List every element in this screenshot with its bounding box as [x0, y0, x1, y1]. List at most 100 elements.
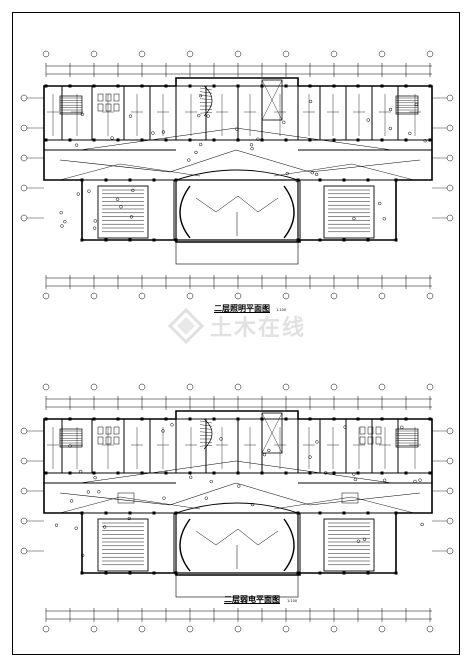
axis-bubble [446, 517, 454, 525]
equipment-box [97, 426, 104, 435]
column [356, 417, 360, 421]
axis-bubble [446, 427, 454, 435]
wing-east [299, 512, 397, 574]
entrance-canopy [175, 239, 299, 265]
elevator-shaft [261, 412, 283, 454]
axis-bubble [282, 292, 290, 300]
hall-block [323, 185, 375, 239]
light-fixture [131, 188, 135, 192]
axis-bubble [282, 50, 290, 58]
column [116, 84, 120, 88]
column [68, 417, 72, 421]
branch-circuit [59, 496, 201, 514]
spiral-stair [203, 85, 213, 117]
column [104, 511, 108, 515]
axis-bubble [42, 50, 50, 58]
spiral-tread [199, 420, 213, 424]
outlet-symbol [79, 469, 83, 474]
outlet-symbol [54, 523, 59, 527]
column [296, 571, 300, 575]
column [366, 178, 370, 182]
light-fixture [76, 192, 80, 196]
light-fixture [382, 217, 386, 221]
column [342, 238, 346, 242]
column [428, 84, 432, 88]
axis-bubble [446, 487, 454, 495]
column [342, 178, 346, 182]
column [284, 84, 288, 88]
branch-circuit [59, 163, 201, 181]
column [140, 84, 144, 88]
axis-bubble [234, 50, 242, 58]
light-fixture [282, 120, 286, 124]
light-fixture [115, 197, 120, 201]
axis-bubble [426, 292, 434, 300]
outlet-symbol [219, 437, 223, 441]
axis-bubble [446, 94, 454, 102]
spiral-tread [199, 91, 213, 94]
axis-bubble [426, 625, 434, 633]
axis-bubble [20, 184, 28, 192]
column [296, 511, 300, 515]
column [296, 238, 300, 242]
column [366, 238, 370, 242]
outlet-symbol [97, 490, 101, 494]
column [116, 138, 120, 142]
outlet-symbol [162, 496, 166, 500]
axis-bubble [42, 383, 50, 391]
column [366, 511, 370, 515]
light-fixture [199, 142, 203, 147]
axis-bubble [446, 457, 454, 465]
light-fixture [93, 219, 97, 223]
axis-bubble [138, 292, 146, 300]
entrance-canopy [175, 572, 299, 598]
column [164, 138, 168, 142]
light-fixture [194, 150, 198, 155]
elevator-cross [261, 79, 283, 121]
column [380, 471, 384, 475]
column [164, 471, 168, 475]
column [188, 417, 192, 421]
lobby-curve-east [283, 185, 295, 239]
wm-logo-icon [168, 308, 204, 344]
equipment-box [359, 426, 366, 435]
column [92, 84, 96, 88]
column [92, 138, 96, 142]
axis-bubble [90, 50, 98, 58]
equipment-box [97, 436, 104, 445]
light-fixture [206, 114, 210, 118]
column [174, 238, 178, 242]
wing-west [81, 179, 175, 241]
column [44, 84, 48, 88]
outlet-symbol [352, 472, 356, 476]
light-fixture [119, 205, 123, 209]
outlet-symbol [383, 478, 387, 482]
column [236, 471, 240, 475]
column [68, 471, 72, 475]
column [318, 178, 322, 182]
lobby-curve-east [283, 518, 295, 572]
outlet-symbol [400, 425, 404, 429]
column [188, 138, 192, 142]
outlet-symbol [161, 429, 165, 433]
column [332, 138, 336, 142]
column [380, 138, 384, 142]
axis-bubble [42, 292, 50, 300]
column [44, 417, 48, 421]
wing-west [81, 512, 175, 574]
column [128, 571, 132, 575]
hall-block [323, 518, 375, 572]
axis-bubble [20, 427, 28, 435]
column [152, 238, 156, 242]
column [236, 138, 240, 142]
light-fixture [352, 216, 356, 221]
column [92, 417, 96, 421]
column [342, 511, 346, 515]
light-fixture [250, 147, 254, 151]
column [394, 571, 398, 575]
equipment-box [105, 436, 112, 445]
axis-bubble [330, 625, 338, 633]
hall-block [97, 518, 149, 572]
column [68, 138, 72, 142]
